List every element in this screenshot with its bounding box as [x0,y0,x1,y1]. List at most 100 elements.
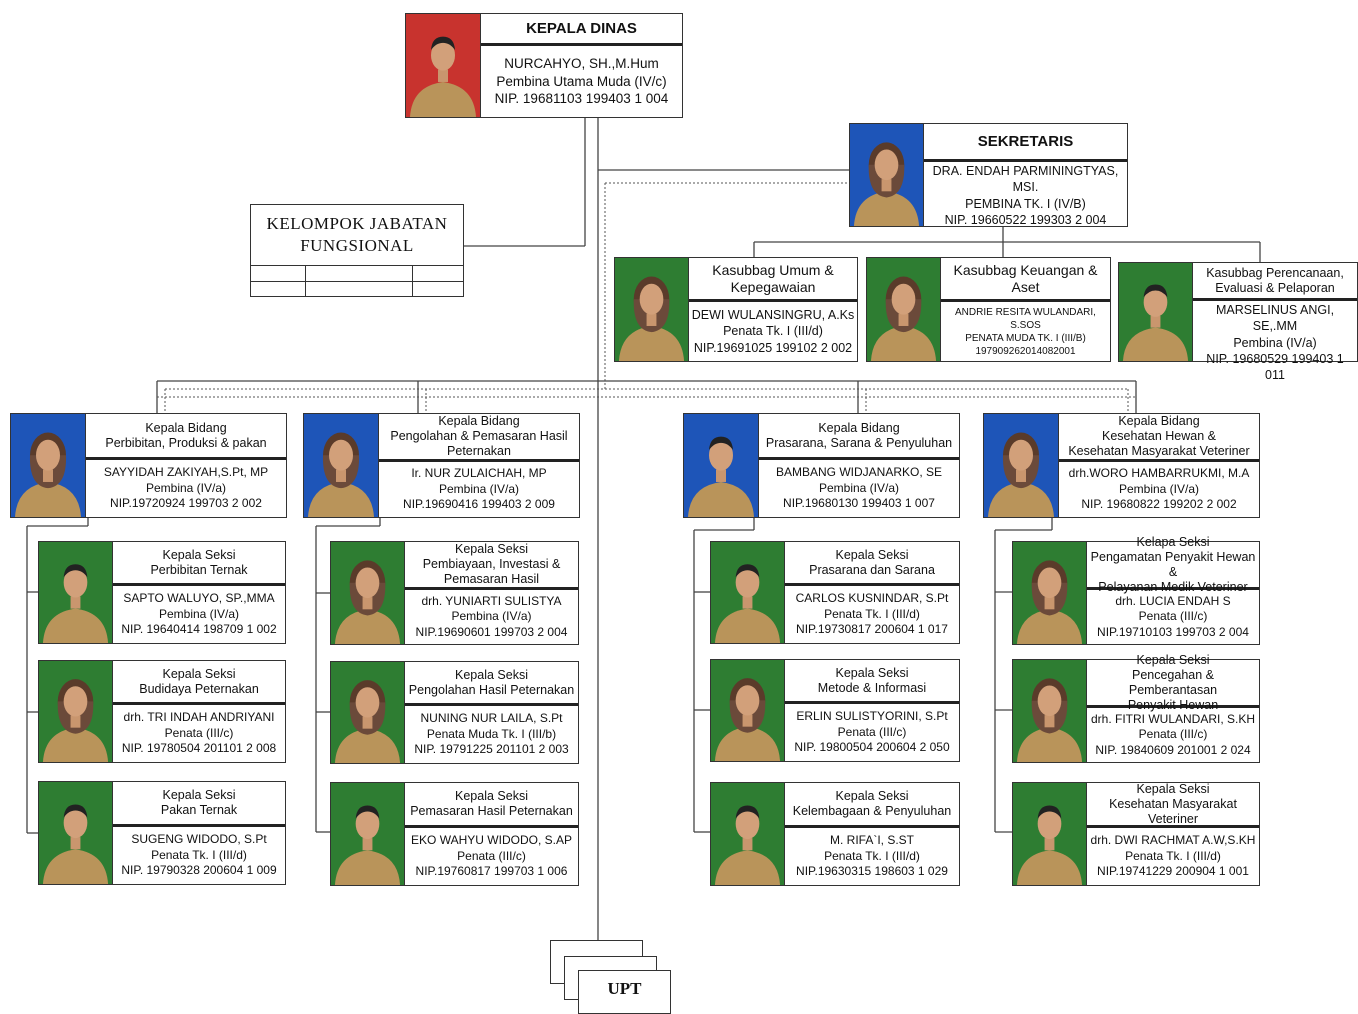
kasi-rank: Pembina (IV/a) [158,606,240,621]
portrait-illustration [684,414,758,517]
kasi-nip: NIP.19741229 200904 1 001 [1097,864,1249,879]
kepala-dinas-nip: NIP. 19681103 199403 1 004 [494,91,669,107]
kasubbag-keuangan-title-2: Aset [1011,278,1040,295]
kasi-rank: Penata (III/c) [1138,609,1208,624]
kasi-details: drh. DWI RACHMAT A.W,S.KH Penata Tk. I (… [1087,828,1259,885]
portrait-illustration [39,782,112,884]
kepala-dinas-photo [406,14,481,117]
kasi-rank: Penata (III/c) [164,725,234,740]
kasubbag-perencanaan-info: Kasubbag Perencanaan, Evaluasi & Pelapor… [1193,263,1357,382]
kasi-rank: Penata (III/c) [837,724,907,739]
kasi-nip: NIP. 19791225 201101 2 003 [414,742,569,757]
kabid-perbibitan-title: Kepala Bidang Perbibitan, Produksi & pak… [86,414,286,460]
kasi-rank: Penata (III/c) [1138,727,1208,742]
kasi-title-2: Pencegahan & Pemberantasan [1128,667,1218,697]
kasi-title-1: Kepala Seksi [162,788,236,802]
kasi-rank: Penata (III/c) [457,848,526,863]
kabid-nip: NIP.19680130 199403 1 007 [783,496,935,511]
kasi-info: Kepala Seksi Pembiayaan, Investasi & Pem… [405,542,578,644]
kasi-title: Kepala Seksi Pengolahan Hasil Peternakan [405,662,578,706]
kasi-photo [39,661,113,762]
kasubbag-perencanaan-title-2: Evaluasi & Pelaporan [1215,280,1335,295]
kasi-name: drh. TRI INDAH ANDRIYANI [123,710,275,725]
portrait-illustration [331,542,404,644]
kasubbag-perencanaan-rank: Pembina (IV/a) [1233,335,1317,350]
kabid-pengolahan-info: Kepala Bidang Pengolahan & Pemasaran Has… [379,414,579,517]
kabid-name: Ir. NUR ZULAICHAH, MP [411,466,547,481]
kelompok-jabatan-fungsional-box: KELOMPOK JABATAN FUNGSIONAL [250,204,464,297]
kasi-details: SAPTO WALUYO, SP.,MMA Pembina (IV/a) NIP… [113,586,285,643]
kasi-title-2: Pengolahan Hasil Peternakan [408,682,575,697]
kelompok-jabatan-line2: FUNGSIONAL [300,236,414,255]
kasi-info: Kepala Seksi Perbibitan Ternak SAPTO WAL… [113,542,285,643]
kasubbag-umum-rank: Penata Tk. I (III/d) [723,324,823,339]
kjf-table-row [251,266,463,282]
kasi-details: M. RIFA`I, S.ST Penata Tk. I (III/d) NIP… [785,828,959,885]
kasubbag-umum-title-1: Kasubbag Umum & [712,261,834,278]
kasi-photo [331,783,405,885]
kjf-cell [306,266,413,281]
kasi-info: Kepala Seksi Pencegahan & Pemberantasan … [1087,653,1259,762]
kabid-prasarana-info: Kepala Bidang Prasarana, Sarana & Penyul… [759,414,959,517]
kasi-budidaya-card: Kepala Seksi Budidaya Peternakan drh. TR… [38,660,286,763]
kabid-title-2: Kesehatan Hewan & [1102,429,1216,443]
kasi-title-1: Kepala Seksi [162,666,236,681]
kasi-nip: NIP.19710103 199703 2 004 [1097,624,1249,639]
kabid-pengolahan-details: Ir. NUR ZULAICHAH, MP Pembina (IV/a) NIP… [379,462,579,517]
kasi-title: Kepala Seksi Pakan Ternak [113,782,285,827]
kasi-details: drh. YUNIARTI SULISTYA Pembina (IV/a) NI… [405,590,578,644]
kasi-info: Kepala Seksi Pakan Ternak SUGENG WIDODO,… [113,782,285,884]
kasi-pembiayaan-card: Kepala Seksi Pembiayaan, Investasi & Pem… [330,541,579,645]
kasi-title: Kepala Seksi Perbibitan Ternak [113,542,285,586]
kasi-title-2: Perbibitan Ternak [150,562,248,577]
kasi-photo [39,782,113,884]
kasi-title: Kepala Seksi Pembiayaan, Investasi & Pem… [405,542,578,590]
kelompok-jabatan-line1: KELOMPOK JABATAN [266,213,448,233]
kasi-title: Kepala Seksi Metode & Informasi [785,660,959,704]
kabid-title-1: Kepala Bidang [818,420,900,435]
kasi-name: drh. FITRI WULANDARI, S.KH [1090,711,1256,726]
kasi-rank: Penata Tk. I (III/d) [824,606,920,621]
kasi-name: CARLOS KUSNINDAR, S.Pt [795,591,949,606]
kasi-nip: NIP.19690601 199703 2 004 [415,624,568,639]
kabid-prasarana-details: BAMBANG WIDJANARKO, SE Pembina (IV/a) NI… [759,460,959,517]
kasi-name: SUGENG WIDODO, S.Pt [131,832,267,847]
kabid-kesehatan-details: drh.WORO HAMBARRUKMI, M.A Pembina (IV/a)… [1059,462,1259,517]
kasi-details: CARLOS KUSNINDAR, S.Pt Penata Tk. I (III… [785,586,959,643]
kasi-title-2: Prasarana dan Sarana [809,562,935,577]
kasi-rank: Penata Muda Tk. I (III/b) [426,726,557,741]
kasi-title-2: Kelembagaan & Penyuluhan [792,804,952,818]
portrait-illustration [11,414,85,517]
kabid-perbibitan-photo [11,414,86,517]
kasi-info: Kelapa Seksi Pengamatan Penyakit Hewan &… [1087,535,1259,644]
kabid-title-1: Kepala Bidang [145,420,227,435]
kabid-rank: Pembina (IV/a) [438,481,520,496]
kjf-cell [251,266,306,281]
kabid-title-2: Prasarana, Sarana & Penyuluhan [765,435,953,450]
kasubbag-perencanaan-title: Kasubbag Perencanaan, Evaluasi & Pelapor… [1193,263,1357,301]
kasubbag-umum-title: Kasubbag Umum & Kepegawaian [689,258,857,302]
kasi-title: Kepala Seksi Budidaya Peternakan [113,661,285,705]
kasi-title-2: Pakan Ternak [160,803,238,817]
portrait-illustration [1013,660,1086,762]
kjf-cell [413,266,463,281]
kasi-pencegahan-card: Kepala Seksi Pencegahan & Pemberantasan … [1012,653,1260,763]
kasubbag-perencanaan-card: Kasubbag Perencanaan, Evaluasi & Pelapor… [1118,262,1358,382]
kasi-rank: Pembina (IV/a) [451,609,532,624]
sekretaris-nip: NIP. 19660522 199303 2 004 [944,212,1107,227]
kasubbag-keuangan-nip: 197909262014082001 [975,345,1076,357]
kabid-rank: Pembina (IV/a) [145,480,227,495]
kasi-rank: Penata Tk. I (III/d) [151,847,247,862]
kasi-title-1: Kelapa Seksi [1136,534,1210,549]
sekretaris-details: DRA. ENDAH PARMININGTYAS, MSI. PEMBINA T… [924,162,1127,229]
kasi-info: Kepala Seksi Pemasaran Hasil Peternakan … [405,783,578,885]
kabid-pengolahan-photo [304,414,379,517]
kasi-title-1: Kepala Seksi [1136,781,1210,796]
kasi-photo [711,660,785,761]
kasi-nip: NIP.19730817 200604 1 017 [796,622,948,637]
kasi-name: drh. DWI RACHMAT A.W,S.KH [1090,833,1256,848]
kasi-title: Kepala Seksi Prasarana dan Sarana [785,542,959,586]
kabid-kesehatan-title: Kepala Bidang Kesehatan Hewan & Kesehata… [1059,414,1259,462]
kasi-nip: NIP. 19780504 201101 2 008 [121,741,277,756]
sekretaris-info: SEKRETARIS DRA. ENDAH PARMININGTYAS, MSI… [924,124,1127,229]
